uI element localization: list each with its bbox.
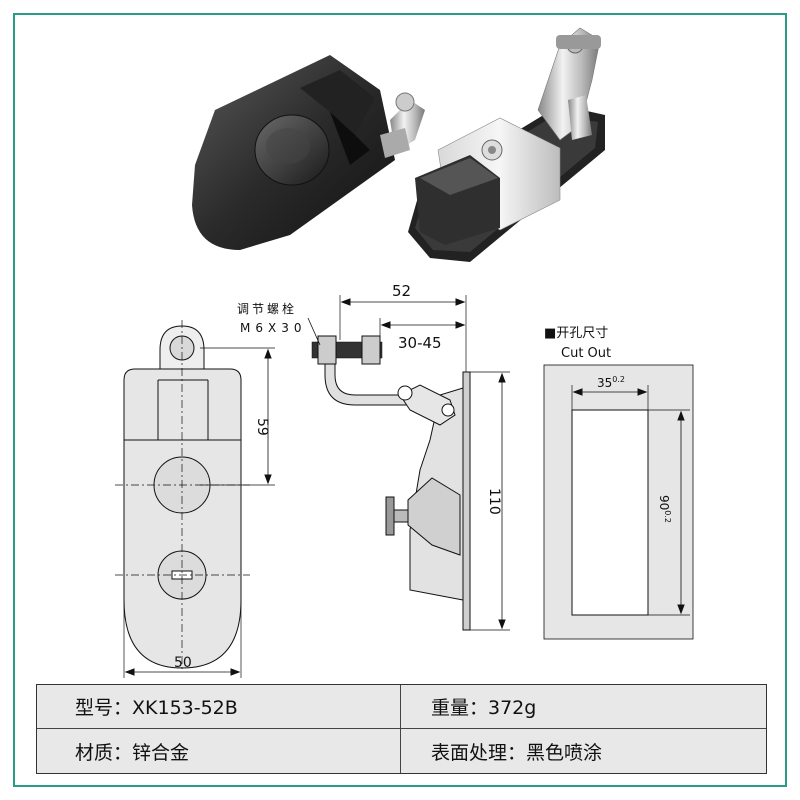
bolt-label-line2: M6X30 [240,321,306,335]
spec-material: 材质：锌合金 [37,729,401,773]
latch-photo-back [408,27,605,262]
product-drawing: 59 50 52 30-45 110 调节螺栓 M6X30 [115,27,694,678]
dim-52: 52 [392,282,411,300]
side-view-drawing [307,295,510,631]
latch-photo-front [192,55,425,250]
outer-frame [13,13,787,787]
spec-weight: 重量：372g [401,685,766,729]
cutout-title: ■开孔尺寸 [544,326,608,341]
dim-50: 50 [174,655,192,671]
cutout-height: 900.2 [657,495,672,523]
dim-30-45: 30-45 [398,334,442,352]
spec-table: 型号：XK153-52B 重量：372g 材质：锌合金 表面处理：黑色喷涂 [36,684,767,774]
dim-110: 110 [486,488,502,515]
cutout-width: 350.2 [597,375,625,390]
cutout-drawing [543,364,694,640]
dim-59: 59 [254,418,270,436]
bolt-label-line1: 调节螺栓 [237,301,297,316]
cutout-subtitle: Cut Out [561,346,611,361]
front-view-drawing [115,320,275,678]
spec-finish: 表面处理：黑色喷涂 [431,741,603,764]
spec-model: 型号：XK153-52B [37,685,401,729]
